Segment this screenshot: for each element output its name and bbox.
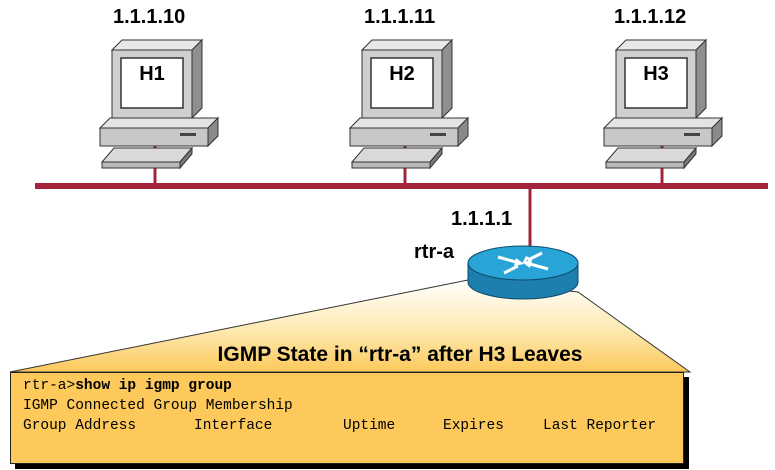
- col-header-expires: Expires: [443, 418, 504, 434]
- h2-computer-icon: [349, 39, 469, 169]
- col-header-interface: Interface: [194, 418, 273, 434]
- h2-label: H2: [389, 63, 415, 85]
- lan-segment: [35, 183, 768, 189]
- cli-prompt: rtr-a>: [23, 378, 76, 394]
- router-name-label: rtr-a: [414, 241, 455, 263]
- cli-output-box: rtr-a>show ip igmp group IGMP Connected …: [10, 372, 684, 464]
- cli-command-line: rtr-a>show ip igmp group: [23, 378, 232, 394]
- h3-ip-label: 1.1.1.12: [614, 6, 687, 28]
- h1-ip-label: 1.1.1.10: [113, 6, 186, 28]
- col-header-group-address: Group Address: [23, 418, 137, 434]
- h1-computer-icon: [99, 39, 219, 169]
- col-header-last-reporter: Last Reporter: [543, 418, 657, 434]
- h3-label: H3: [643, 63, 669, 85]
- h1-label: H1: [139, 63, 165, 85]
- router-icon: [467, 245, 579, 300]
- h2-ip-label: 1.1.1.11: [364, 6, 436, 28]
- cli-membership-line: IGMP Connected Group Membership: [23, 398, 293, 414]
- router-ip-label: 1.1.1.1: [451, 208, 513, 230]
- cli-command: show ip igmp group: [75, 378, 232, 394]
- callout-title: IGMP State in “rtr-a” after H3 Leaves: [217, 343, 583, 366]
- h3-computer-icon: [603, 39, 723, 169]
- col-header-uptime: Uptime: [343, 418, 396, 434]
